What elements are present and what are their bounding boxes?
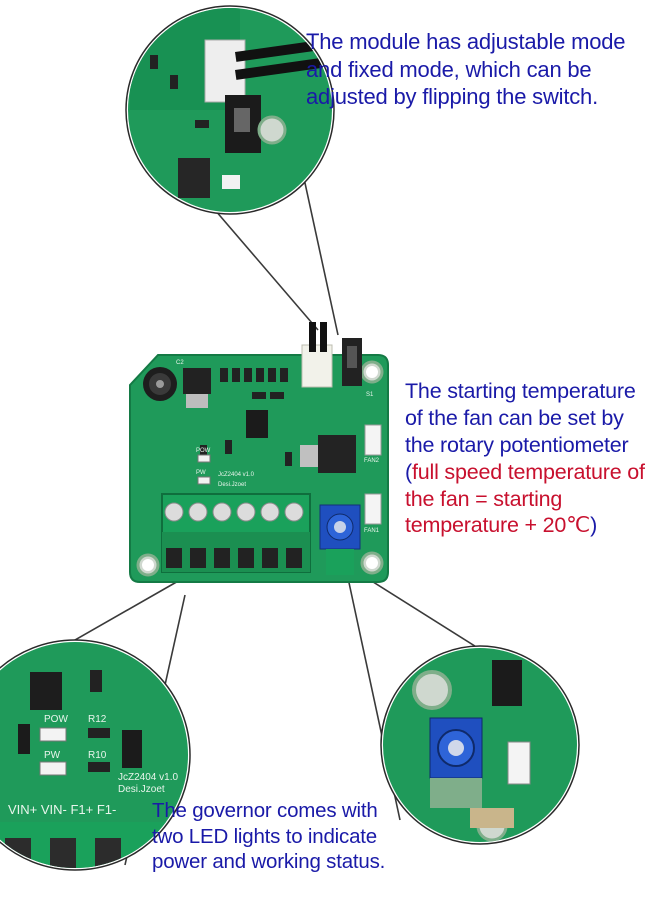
caption-potentiometer-close: ) bbox=[590, 513, 598, 538]
label-fan2: FAN2 bbox=[364, 458, 380, 464]
zoom-label-r12: R12 bbox=[88, 714, 107, 725]
smd-resistors bbox=[200, 368, 292, 466]
caption-leds: The governor comes with two LED lights t… bbox=[152, 799, 386, 874]
voltage-regulator bbox=[183, 368, 211, 394]
label-pow: POW bbox=[196, 448, 211, 454]
fan-connector bbox=[301, 322, 333, 388]
caption-potentiometer-red: full speed temperature of the fan = star… bbox=[405, 459, 645, 538]
zoom-circle-switch bbox=[125, 5, 335, 215]
zoom-circle-potentiometer bbox=[380, 645, 580, 845]
caption-potentiometer: The starting temperature of the fan can … bbox=[405, 378, 657, 539]
screw-terminal-block bbox=[161, 493, 311, 573]
ic-chip bbox=[246, 410, 268, 438]
caption-potentiometer-text: The starting temperature of the fan can … bbox=[405, 379, 636, 484]
zoom-label-designer: Desi.Jzoet bbox=[118, 784, 165, 795]
zoom-label-pow: POW bbox=[44, 714, 68, 725]
zoom-label-pw: PW bbox=[44, 750, 61, 761]
main-circuit-board: JcZ2404 v1.0 Desi.Jzoet POW PW FAN2 FAN1… bbox=[129, 322, 389, 583]
zoom-label-model: JcZ2404 v1.0 bbox=[118, 772, 178, 783]
fan-headers bbox=[364, 424, 382, 525]
label-model: JcZ2404 v1.0 bbox=[218, 472, 255, 478]
zoom-label-terminals: VIN+ VIN- F1+ F1- bbox=[8, 802, 116, 817]
electrolytic-capacitor bbox=[143, 367, 177, 401]
label-s1: S1 bbox=[366, 392, 374, 398]
mounting-holes bbox=[136, 360, 384, 577]
rotary-potentiometer bbox=[319, 504, 361, 575]
mosfet bbox=[300, 435, 356, 473]
caption-switch-mode: The module has adjustable mode and fixed… bbox=[306, 29, 626, 109]
status-leds bbox=[197, 454, 211, 485]
zoom-circle-leds: POW R12 PW R10 JcZ2404 v1.0 Desi.Jzoet V… bbox=[0, 639, 191, 871]
label-pw: PW bbox=[196, 470, 206, 476]
label-designer: Desi.Jzoet bbox=[218, 482, 246, 488]
label-c2: C2 bbox=[176, 360, 184, 366]
zoom-label-r10: R10 bbox=[88, 750, 107, 761]
label-fan1: FAN1 bbox=[364, 528, 380, 534]
mode-switch bbox=[342, 338, 362, 386]
